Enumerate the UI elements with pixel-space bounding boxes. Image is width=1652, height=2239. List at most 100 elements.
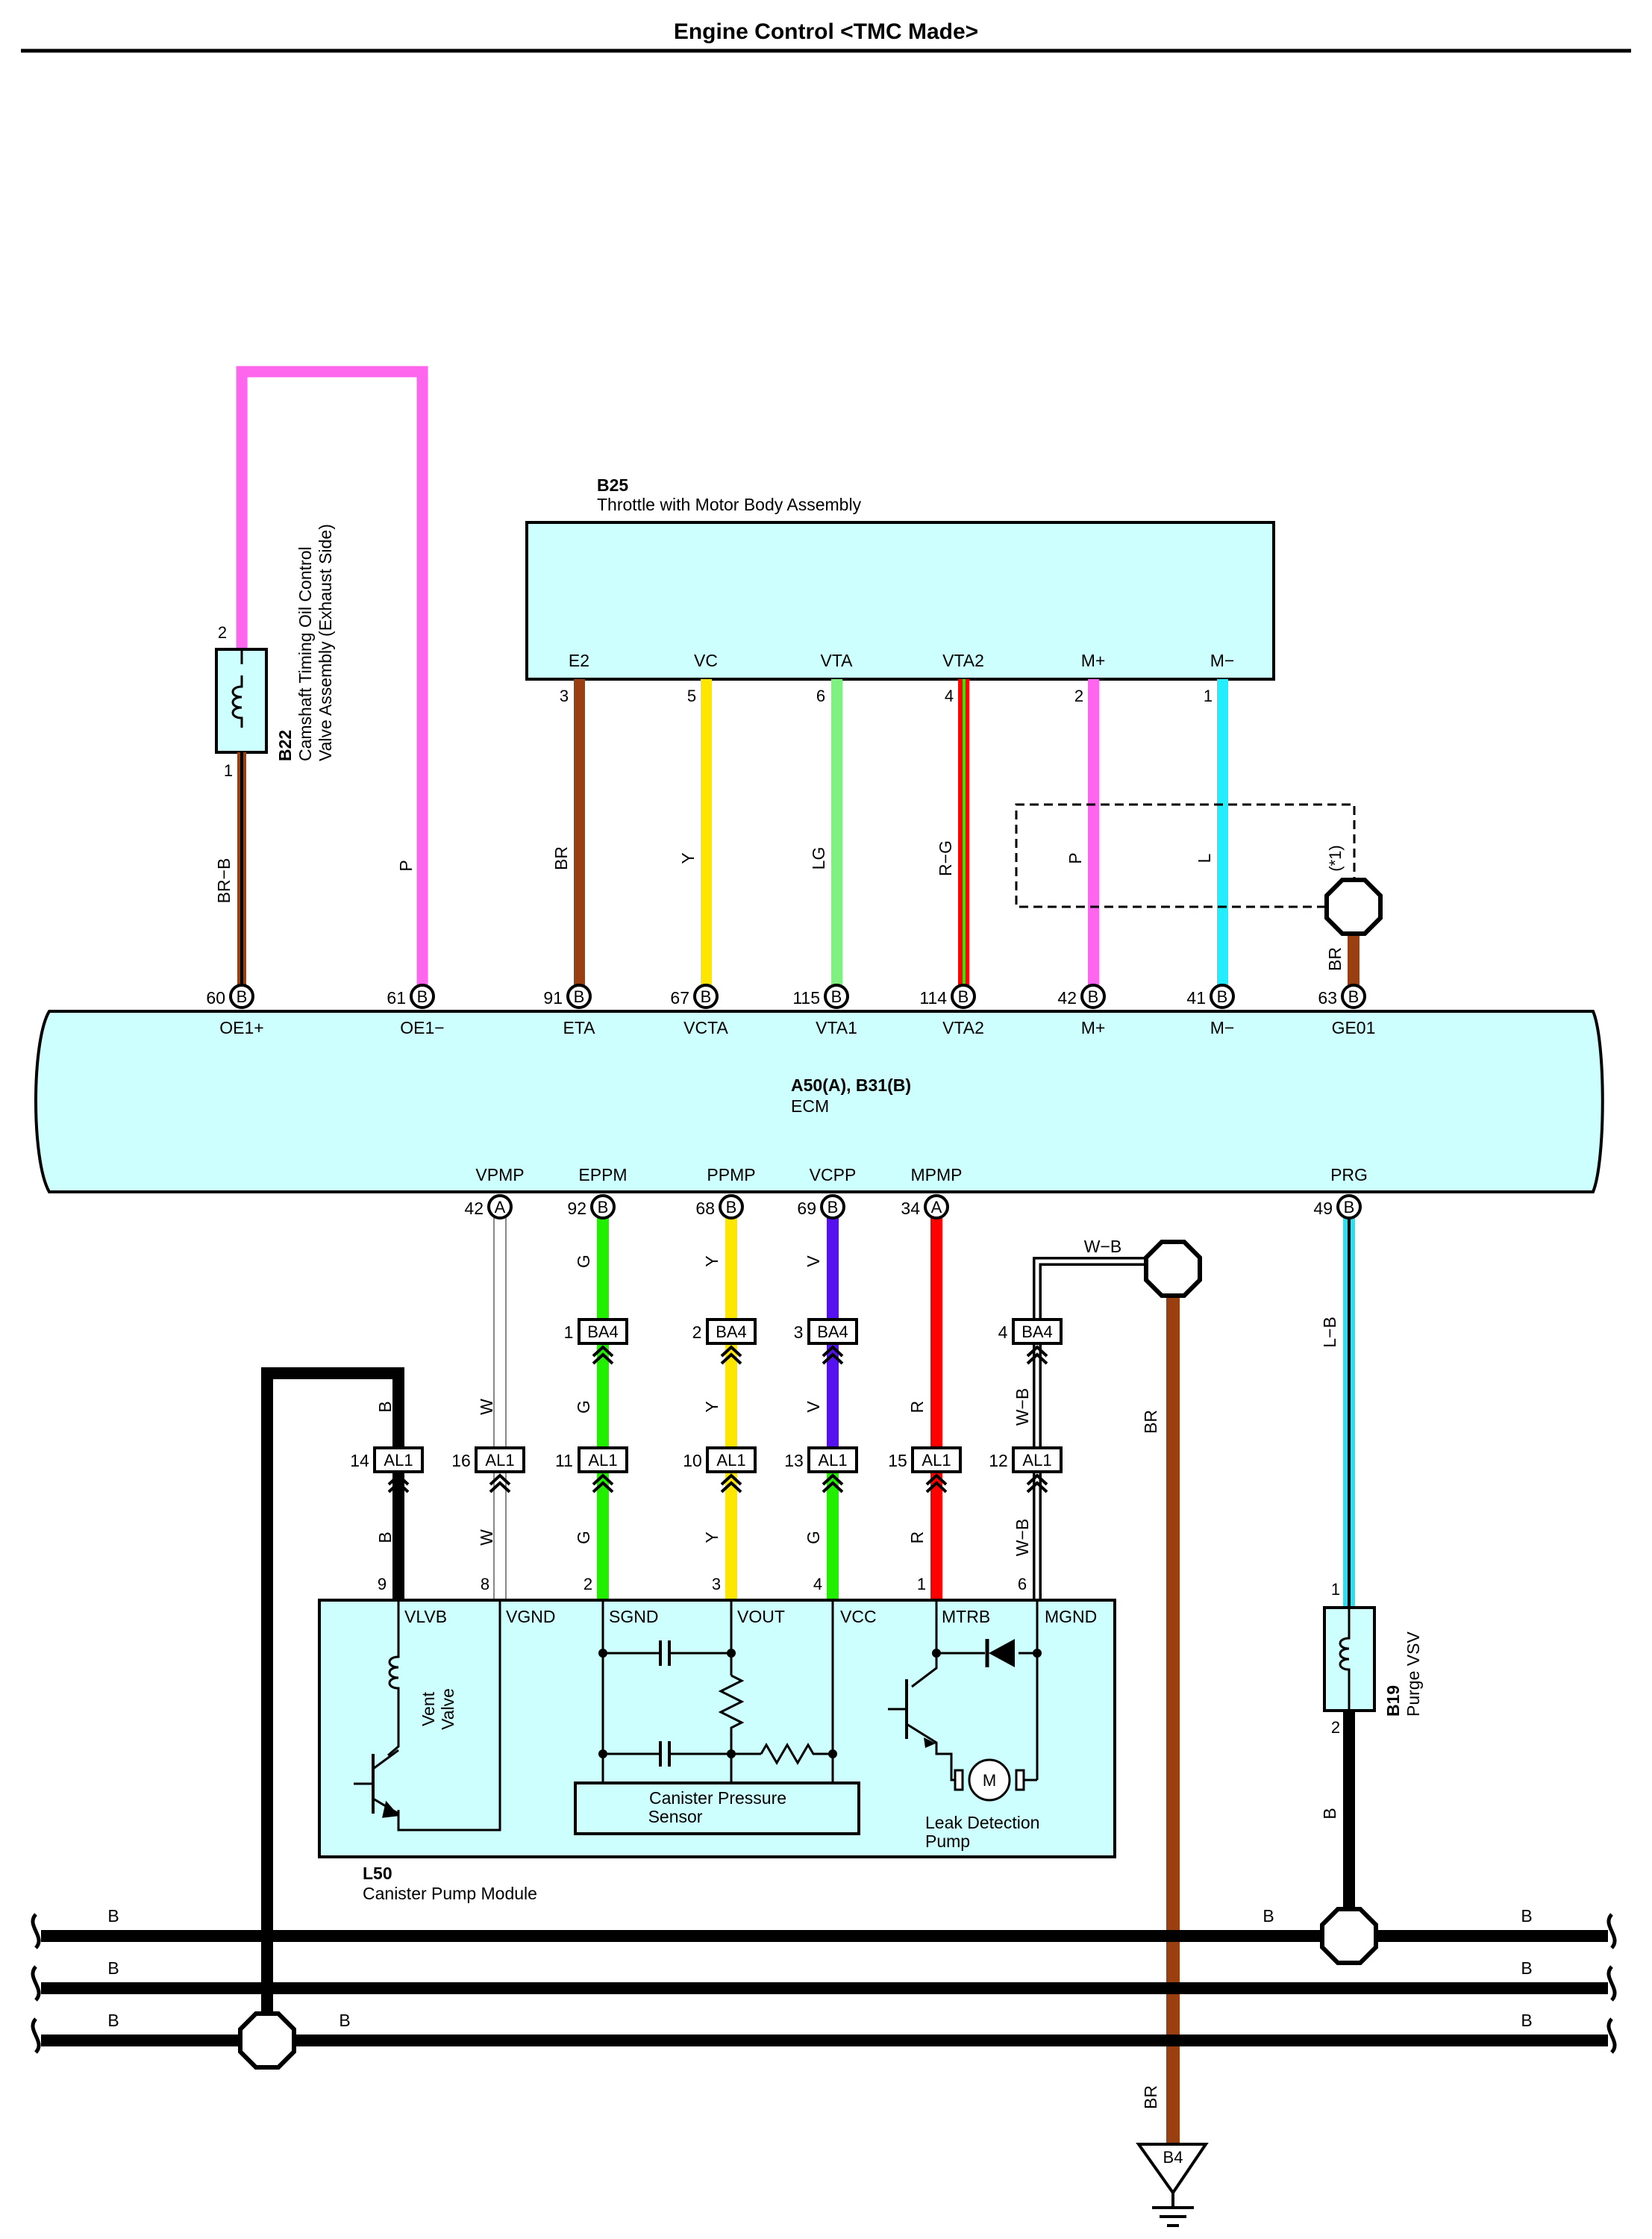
pressure-sensor-box: [574, 1781, 860, 1835]
wire-label-p2: P: [1066, 852, 1085, 864]
b4-ground-symbol: [1136, 2143, 1209, 2196]
ecm-conn-oe1p: B: [237, 987, 248, 1006]
wire-b-vlvb: [261, 1367, 404, 2041]
l50-pin-mtrb: MTRB: [942, 1607, 990, 1626]
al1-pin-16: 16: [451, 1451, 471, 1470]
al1-low-label-b: B: [375, 1531, 395, 1543]
ba4-pin-4: 4: [998, 1323, 1008, 1342]
l50-pinnum-1: 1: [917, 1575, 926, 1593]
ba4-connectors: [578, 1318, 1063, 1345]
ecm-conn-ge01: B: [1348, 987, 1360, 1006]
l50-pin-vout: VOUT: [737, 1607, 785, 1626]
ecm-label-prg: PRG: [1330, 1165, 1368, 1184]
ba4-up-label-g: G: [574, 1255, 593, 1268]
b25-pinnum-2: 2: [1074, 687, 1083, 705]
ecm-box: [34, 1010, 1604, 1193]
al1-name-1: AL1: [384, 1451, 413, 1470]
leak-pump-label-1: Leak Detection: [925, 1813, 1039, 1832]
ba4-pin-2: 2: [692, 1323, 702, 1342]
ecm-pinnum-63: 63: [1318, 988, 1337, 1008]
wire-y-ppmp: [725, 1207, 737, 1600]
wire-p-loop: [236, 366, 428, 996]
pressure-sensor-label-1: Canister Pressure: [649, 1788, 786, 1808]
ecm-name: ECM: [791, 1096, 829, 1116]
al1-up-label-b: B: [375, 1401, 395, 1412]
wire-label-l: L: [1195, 853, 1214, 863]
ecm-pinnum-61: 61: [387, 988, 406, 1008]
wire-label-br-ground-upper: BR: [1141, 1410, 1160, 1434]
ecm-conn-eta: B: [574, 987, 585, 1006]
b25-pin-mplus: M+: [1081, 651, 1106, 670]
ecm-conn-prg: B: [1344, 1198, 1355, 1217]
al1-up-label-wb: W−B: [1013, 1388, 1032, 1425]
ecm-label-oe1m: OE1−: [400, 1018, 444, 1037]
b25-pinnum-6: 6: [816, 687, 825, 705]
l50-pinnum-6: 6: [1018, 1575, 1027, 1593]
al1-low-label-y: Y: [702, 1531, 722, 1543]
b19-name: Purge VSV: [1404, 1631, 1423, 1717]
ecm-pinnum-68: 68: [695, 1199, 715, 1218]
wire-label-br-ground-lower: BR: [1141, 2085, 1160, 2109]
ecm-label-ge01: GE01: [1332, 1018, 1376, 1037]
l50-code: L50: [363, 1864, 392, 1883]
b25-pinnum-1: 1: [1204, 687, 1213, 705]
ecm-label-mplus: M+: [1081, 1018, 1106, 1037]
bus-label-5: B: [1521, 1958, 1532, 1978]
al1-name-3: AL1: [588, 1451, 617, 1470]
ecm-top-pins: [229, 984, 1366, 1009]
ecm-conn-vcpp: B: [827, 1198, 839, 1217]
b19-code: B19: [1383, 1685, 1403, 1717]
ba4-name-4: BA4: [1021, 1323, 1053, 1341]
motor-icon: M: [983, 1771, 996, 1790]
al1-up-label-r: R: [907, 1401, 927, 1414]
l50-pinnum-3: 3: [712, 1575, 721, 1593]
wire-label-p: P: [396, 860, 416, 871]
shield-splice: [1327, 880, 1380, 934]
b22-code: B22: [275, 730, 295, 761]
l50-pinnum-9: 9: [378, 1575, 387, 1593]
ecm-conn-ppmp: B: [726, 1198, 737, 1217]
leak-pump-circuit: [888, 1600, 1039, 1802]
ecm-label-vcta: VCTA: [683, 1018, 728, 1037]
ecm-pinnum-114: 114: [919, 988, 947, 1008]
wire-br-ge01: [1348, 933, 1360, 996]
b22-pin-bottom: 1: [224, 761, 233, 780]
wire-y-vcta: [701, 679, 712, 996]
wire-lg-vta1: [831, 679, 842, 996]
wire-g-eppm: [597, 1207, 609, 1600]
ba4-up-label-y: Y: [702, 1255, 722, 1267]
ecm-label-ppmp: PPMP: [707, 1165, 755, 1184]
vent-valve-label-2: Valve: [438, 1688, 457, 1730]
al1-up-label-g: G: [574, 1400, 593, 1414]
ecm-pinnum-115: 115: [792, 988, 820, 1008]
al1-up-label-y: Y: [702, 1401, 722, 1412]
ecm-pinnum-42: 42: [1057, 988, 1077, 1008]
ecm-label-eta: ETA: [563, 1018, 595, 1037]
wire-r-mpmp: [930, 1207, 942, 1600]
bus-label-7: B: [339, 2011, 350, 2030]
b25-pin-mminus: M−: [1210, 651, 1235, 670]
wire-w-b: [1033, 1257, 1157, 1600]
ecm-pinnum-41: 41: [1186, 988, 1206, 1008]
ecm-label-vta1: VTA1: [816, 1018, 857, 1037]
b22-coil-icon: [231, 675, 243, 728]
ba4-name-3: BA4: [817, 1323, 848, 1341]
wire-label-br: BR: [551, 846, 571, 870]
wire-label-lg: LG: [809, 847, 828, 870]
ecm-label-vcpp: VCPP: [810, 1165, 857, 1184]
ecm-code: A50(A), B31(B): [791, 1075, 911, 1095]
ecm-label-mpmp: MPMP: [911, 1165, 963, 1184]
b25-pin-vta2: VTA2: [942, 651, 984, 670]
ecm-pinnum-92: 92: [567, 1199, 586, 1218]
diode-icon: [989, 1639, 1015, 1667]
ecm-conn-vpmp: A: [495, 1198, 506, 1217]
al1-low-label-g: G: [574, 1531, 593, 1544]
l50-name: Canister Pump Module: [363, 1884, 537, 1903]
wire-label-wb-top: W−B: [1084, 1237, 1121, 1256]
ba4-pin-1: 1: [564, 1323, 574, 1342]
al1-name-5: AL1: [818, 1451, 847, 1470]
ecm-pinnum-34: 34: [901, 1199, 920, 1218]
ecm-conn-eppm: B: [598, 1198, 609, 1217]
ecm-pinnum-91: 91: [543, 988, 563, 1008]
wire-br-eta: [574, 679, 585, 996]
